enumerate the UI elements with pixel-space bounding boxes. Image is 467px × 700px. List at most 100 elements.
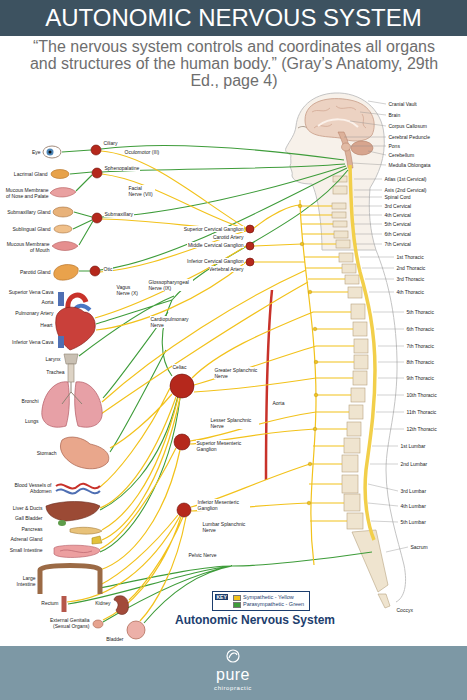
part-label: Sphenopalatine — [104, 165, 140, 171]
part-label: 4th Cervical — [384, 212, 411, 218]
part-label: Kidney — [95, 600, 111, 606]
part-label: Cerebral Peduncle — [388, 134, 430, 140]
part-label: Inferior Mesenteric Ganglion — [197, 499, 250, 511]
vertebra — [348, 287, 362, 298]
part-label: Ciliary — [103, 140, 118, 146]
chain-ganglion — [298, 204, 302, 208]
spinal-cord — [350, 165, 375, 540]
logo-mark — [229, 653, 237, 658]
part-label: Trachea — [46, 369, 65, 375]
part-label: Brain — [388, 112, 401, 118]
sympathetic-nerve — [191, 464, 310, 511]
organ — [56, 307, 96, 350]
organ — [68, 364, 74, 382]
vertebra — [353, 371, 367, 385]
chain-ganglion — [307, 501, 311, 505]
banner — [0, 0, 467, 36]
organ — [53, 207, 73, 217]
brain — [305, 99, 374, 168]
part-label: Vagus Nerve (X) — [116, 284, 143, 296]
legend-key: KEY — [215, 594, 228, 600]
organ — [58, 520, 66, 526]
organ — [50, 188, 76, 197]
vertebra — [352, 530, 388, 592]
part-label: 5th Cervical — [384, 221, 411, 227]
parasympathetic-nerve — [62, 145, 372, 623]
organ — [92, 536, 102, 544]
part-label: Lacrimal Gland — [13, 171, 48, 177]
part-label: 10th Thoracic — [406, 392, 437, 398]
organ — [93, 620, 103, 628]
brain — [351, 141, 373, 155]
quote-text: “The nervous system controls and coordin… — [21, 38, 447, 89]
logo-mark — [227, 650, 239, 662]
legend-text: Sympathetic - Yellow — [243, 594, 294, 600]
part-label: 6th Thoracic — [406, 326, 434, 332]
vertebra — [344, 438, 360, 453]
part-label: 6th Cervical — [384, 231, 411, 237]
chain-ganglion — [313, 427, 317, 431]
organ — [42, 382, 70, 427]
part-label: 7th Thoracic — [406, 343, 434, 349]
organ — [40, 146, 145, 639]
spinal-cord — [350, 165, 375, 540]
ganglion — [90, 266, 100, 276]
vertebra — [339, 253, 353, 262]
vertebra — [333, 221, 347, 227]
body-outline — [286, 93, 385, 250]
part-label: Bronchi — [21, 398, 39, 404]
legend-swatch — [233, 602, 241, 608]
part-label: Cranial Vault — [388, 101, 417, 107]
part-label: 2nd Thoracic — [396, 265, 426, 271]
legend-row: Parasympathetic - Green — [233, 601, 304, 608]
leader-line — [354, 179, 382, 244]
chain-ganglion — [308, 290, 312, 294]
ganglion — [246, 242, 254, 250]
ganglion — [92, 168, 102, 178]
part-label: Parotid Gland — [19, 269, 51, 275]
part-label: 12th Thoracic — [406, 426, 437, 432]
part-label: 4th Lumbar — [400, 503, 426, 509]
part-label: Sacrum — [410, 544, 428, 550]
organ — [46, 502, 100, 522]
part-label: Superior Mesenteric Ganglion — [196, 440, 249, 452]
chain-ganglion — [298, 204, 318, 505]
organ — [56, 489, 100, 494]
organ — [60, 437, 108, 469]
organ — [58, 292, 64, 306]
vertebra — [342, 264, 356, 273]
part-label: Mucous Membrane of Nose and Palate — [2, 187, 49, 199]
organ — [51, 170, 69, 179]
vertebra — [332, 203, 346, 209]
sympathetic-nerve — [192, 312, 316, 392]
footer-bar — [0, 646, 467, 700]
ganglion — [174, 434, 190, 450]
part-label: 5th Thoracic — [406, 309, 434, 315]
ganglion — [92, 213, 102, 223]
part-label: Pelvic Nerve — [188, 552, 217, 558]
ganglion — [246, 225, 254, 233]
organ — [56, 484, 100, 489]
organ — [43, 146, 61, 158]
chain-ganglion — [314, 360, 318, 364]
logo-text: chiropractic — [214, 685, 253, 692]
organ — [127, 621, 145, 639]
vertebra — [344, 494, 360, 511]
organ — [54, 265, 79, 281]
part-label: Larynx — [45, 356, 61, 362]
vertebra — [336, 240, 350, 248]
organ — [62, 382, 82, 404]
parasympathetic-nerve — [70, 164, 345, 191]
part-label: Submaxillary — [104, 211, 134, 217]
part-label: Pulmonary Artery — [15, 310, 54, 316]
part-label: Submaxillary Gland — [7, 209, 51, 215]
part-label: Mucous Membrane of Mouth — [5, 241, 50, 253]
ganglion — [91, 145, 101, 155]
leader-line — [344, 101, 408, 552]
part-label: 5th Lumbar — [400, 519, 426, 525]
chain-ganglion — [313, 327, 317, 331]
part-label: Cardiopulmonary Nerve — [150, 316, 193, 328]
ganglion — [177, 503, 191, 517]
vertebra — [332, 176, 390, 608]
